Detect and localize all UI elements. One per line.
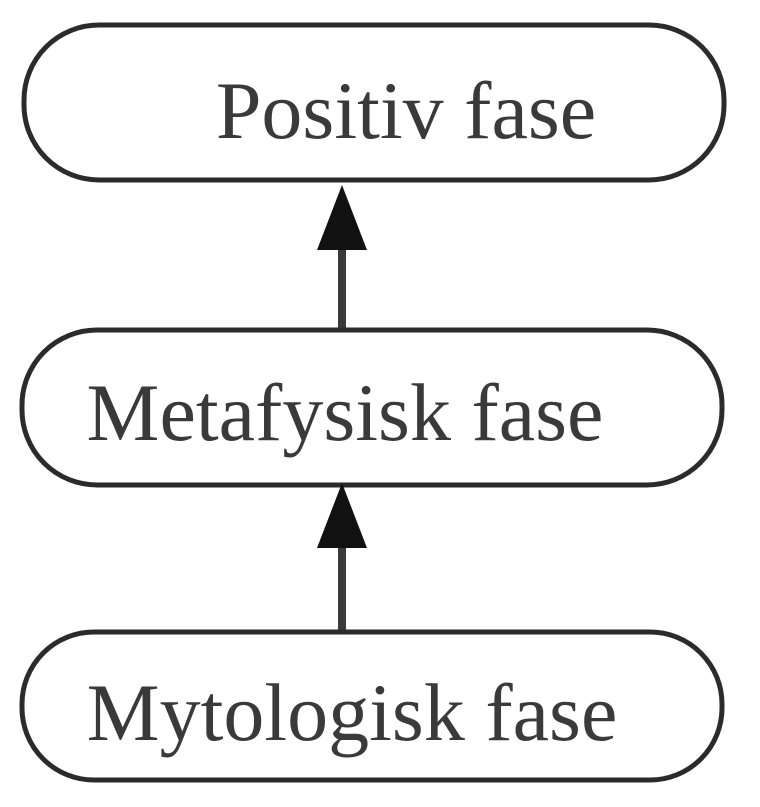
arrowhead-icon [317, 483, 367, 548]
node-positiv-fase: Positiv fase [21, 22, 727, 183]
node-mytologisk-fase-label: Mytologisk fase [87, 667, 618, 758]
arrow-metafysisk-to-positiv [317, 185, 367, 330]
node-metafysisk-fase-box [19, 327, 725, 488]
arrow-mytologisk-to-metafysisk [317, 483, 367, 632]
node-mytologisk-fase: Mytologisk fase [19, 629, 725, 783]
node-mytologisk-fase-box [19, 629, 725, 783]
arrowhead-icon [317, 185, 367, 250]
node-positiv-fase-label: Positiv fase [216, 65, 596, 156]
node-metafysisk-fase-label: Metafysisk fase [87, 367, 604, 458]
node-metafysisk-fase: Metafysisk fase [19, 327, 725, 488]
node-positiv-fase-box [21, 22, 727, 183]
